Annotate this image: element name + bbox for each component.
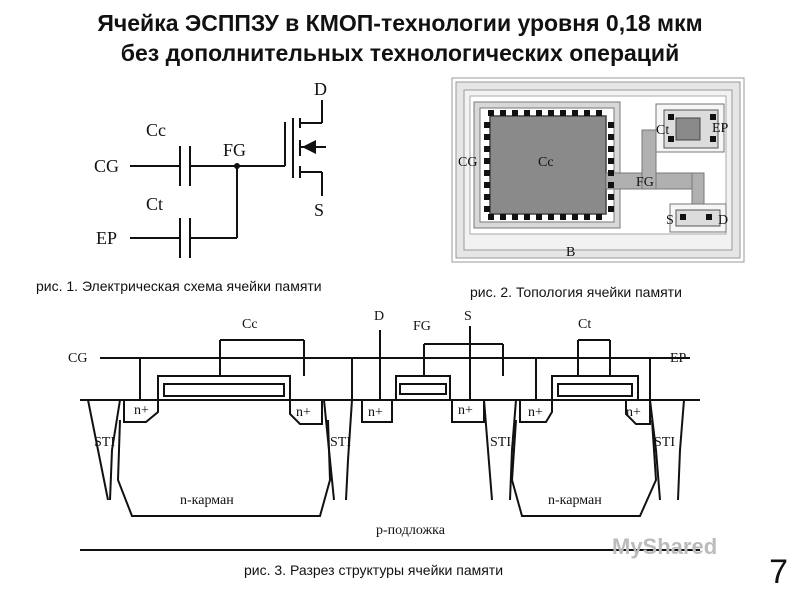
contact-square: [548, 110, 554, 116]
fg-node-dot: [234, 163, 240, 169]
fig2-topology: [451, 77, 745, 263]
contact-square: [608, 158, 614, 164]
contact-square: [484, 122, 490, 128]
contact-square: [484, 206, 490, 212]
fig3-label-nplus-2: n+: [296, 405, 311, 420]
contact-square: [560, 214, 566, 220]
fig3-label-nplus-5: n+: [528, 405, 543, 420]
contact-square: [488, 214, 494, 220]
contact-square: [680, 214, 686, 220]
fig2-label-cg: CG: [458, 155, 477, 170]
contact-square: [668, 114, 674, 120]
fig3-label-nwell-2: n-карман: [548, 493, 602, 508]
watermark-logo: MyShared: [612, 534, 718, 559]
fig3-label-nwell-1: n-карман: [180, 493, 234, 508]
fig2-label-ct: Ct: [656, 123, 669, 138]
fig3-label-nplus-4: n+: [458, 403, 473, 418]
channel-arrow-icon: [302, 140, 316, 154]
contact-square: [668, 136, 674, 142]
contact-square: [710, 136, 716, 142]
fig3-label-ep: EP: [670, 351, 687, 366]
contact-square: [608, 194, 614, 200]
fig3-label-sti-2: STI: [330, 435, 351, 450]
fig2-label-s: S: [666, 213, 674, 228]
fig2-caption: рис. 2. Топология ячейки памяти: [470, 284, 682, 300]
contact-square: [710, 114, 716, 120]
fig3-label-cc: Cc: [242, 317, 258, 332]
fig3-label-nplus-3: n+: [368, 405, 383, 420]
contact-square: [524, 214, 530, 220]
contact-square: [548, 214, 554, 220]
fig3-label-sti-4: STI: [654, 435, 675, 450]
contact-square: [608, 122, 614, 128]
contact-square: [536, 214, 542, 220]
fig3-label-fg: FG: [413, 319, 431, 334]
fig3-label-nplus-6: n+: [626, 405, 641, 420]
contact-square: [608, 170, 614, 176]
contact-square: [560, 110, 566, 116]
fig1-label-d: D: [314, 79, 327, 99]
fig2-label-cc: Cc: [538, 155, 554, 170]
fig1-label-cc: Cc: [146, 120, 166, 140]
fig2-contacts: [484, 110, 716, 220]
slide-title: Ячейка ЭСППЗУ в КМОП-технологии уровня 0…: [0, 8, 800, 68]
contact-square: [608, 182, 614, 188]
fig3-label-s: S: [464, 309, 472, 324]
fig1-label-fg: FG: [223, 140, 246, 160]
fig1-label-s: S: [314, 200, 324, 220]
contact-square: [484, 194, 490, 200]
fig1-caption: рис. 1. Электрическая схема ячейки памят…: [36, 278, 322, 294]
fig3-label-d: D: [374, 309, 384, 324]
fig1-label-cg: CG: [94, 156, 119, 176]
contact-square: [484, 146, 490, 152]
contact-square: [572, 110, 578, 116]
fig1-label-ep: EP: [96, 228, 117, 248]
fig2-label-ep: EP: [712, 121, 729, 136]
contact-square: [572, 214, 578, 220]
fig2-label-fg: FG: [636, 175, 654, 190]
contact-square: [706, 214, 712, 220]
contact-square: [488, 110, 494, 116]
page-number: 7: [769, 553, 788, 591]
contact-square: [524, 110, 530, 116]
contact-square: [500, 110, 506, 116]
fig2-label-b: B: [566, 245, 575, 260]
fig3-label-sti-3: STI: [490, 435, 511, 450]
contact-square: [512, 110, 518, 116]
title-line-1: Ячейка ЭСППЗУ в КМОП-технологии уровня 0…: [97, 10, 703, 36]
fig3-cross-section: [80, 326, 700, 551]
contact-square: [500, 214, 506, 220]
fig2-label-d: D: [718, 213, 728, 228]
contact-square: [512, 214, 518, 220]
title-line-2: без дополнительных технологических опера…: [120, 40, 680, 66]
fig3-label-nplus-1: n+: [134, 403, 149, 418]
fig3-caption: рис. 3. Разрез структуры ячейки памяти: [244, 562, 504, 578]
contact-square: [484, 170, 490, 176]
fig3-label-ct: Ct: [578, 317, 591, 332]
contact-square: [584, 110, 590, 116]
contact-square: [484, 134, 490, 140]
contact-square: [608, 134, 614, 140]
contact-square: [596, 214, 602, 220]
contact-square: [584, 214, 590, 220]
contact-square: [596, 110, 602, 116]
contact-square: [536, 110, 542, 116]
contact-square: [608, 146, 614, 152]
fig3-label-sti-1: STI: [94, 435, 115, 450]
fig1-label-ct: Ct: [146, 194, 163, 214]
contact-square: [484, 158, 490, 164]
contact-square: [608, 206, 614, 212]
contact-square: [484, 182, 490, 188]
fig3-label-psub: p-подложка: [376, 523, 446, 538]
fig3-label-cg: CG: [68, 351, 87, 366]
